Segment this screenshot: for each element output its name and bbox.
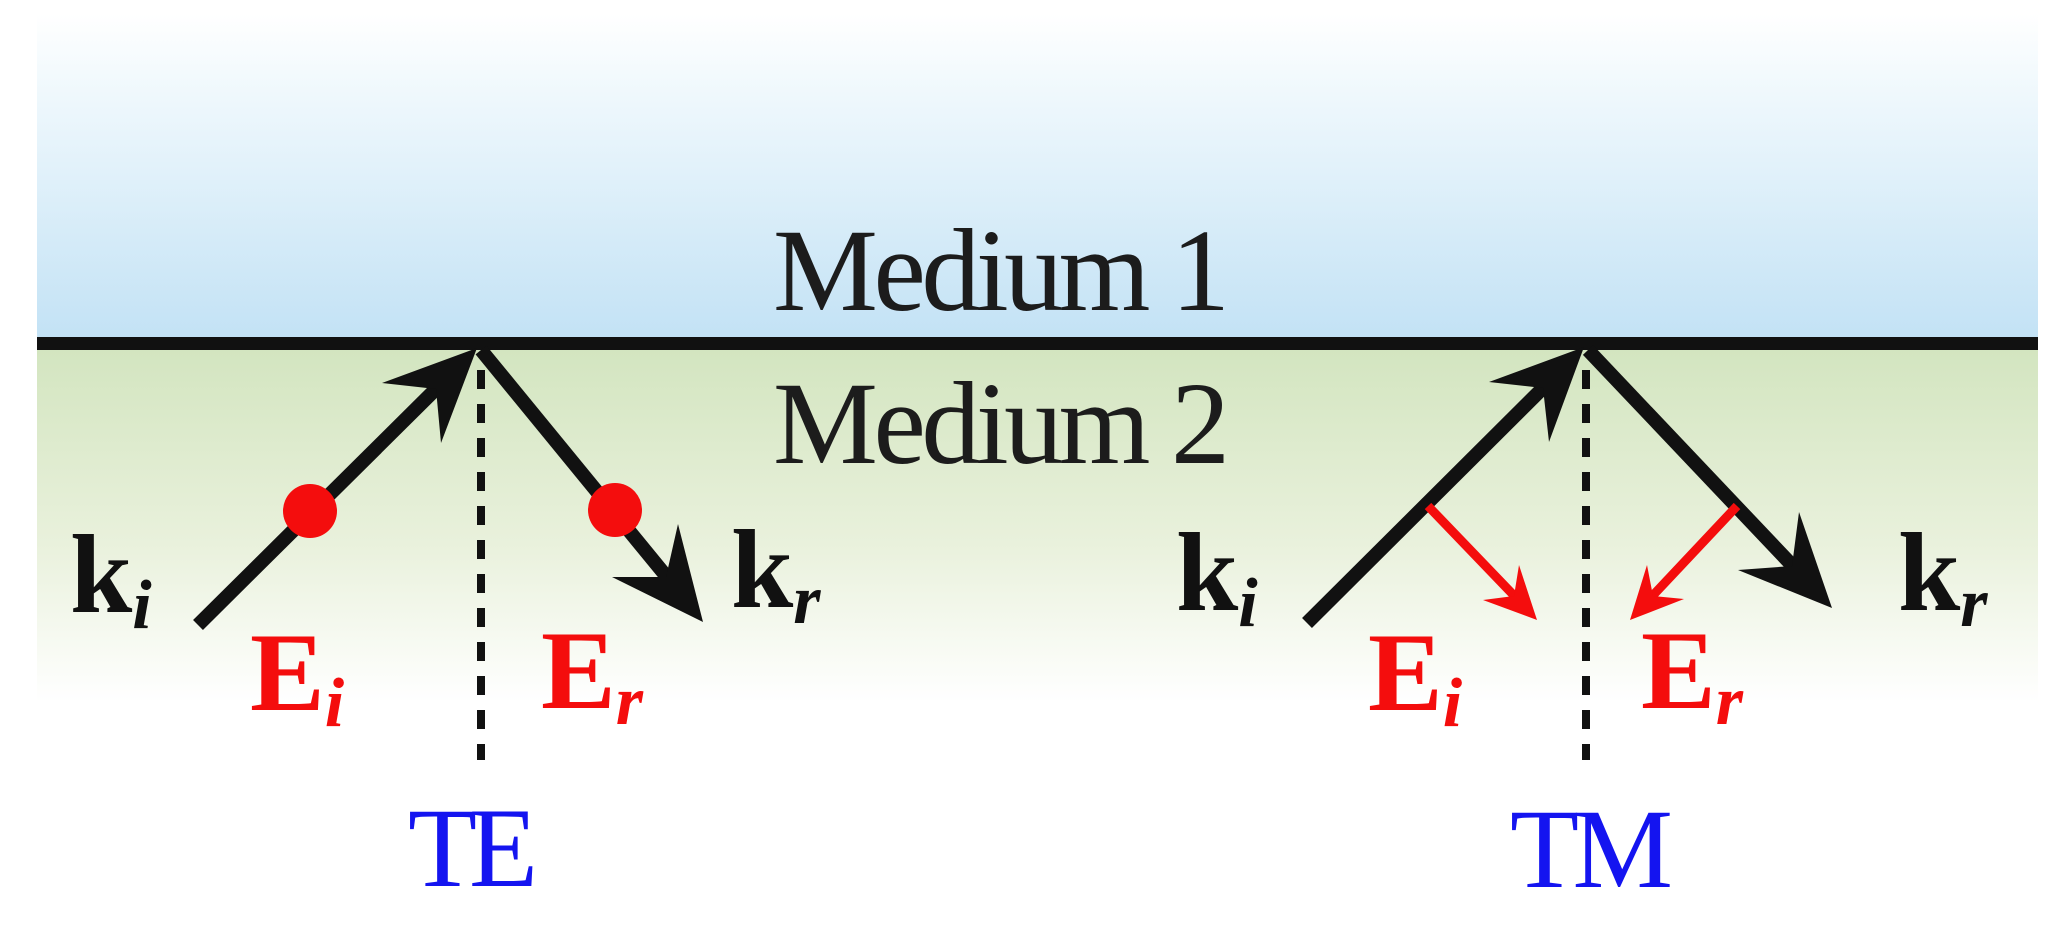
te-kr-label: kr: [731, 508, 821, 639]
tm-incident-field-arrow: [1424, 502, 1529, 611]
te-incident-arrowhead-icon: [382, 348, 477, 443]
tm-reflected-ray: [1582, 345, 1813, 586]
te-mode-label: TE: [408, 786, 538, 911]
te-incident-field-dot-icon: [283, 484, 337, 538]
te-reflected-ray: [475, 345, 686, 598]
te-ki-label: ki: [70, 513, 152, 644]
medium2-label: Medium 2: [773, 358, 1230, 489]
te-er-label: Er: [541, 609, 644, 740]
tm-panel: ki kr Ei Er TM: [1176, 345, 1988, 912]
tm-reflected-field-arrow: [1638, 502, 1741, 611]
tm-ki-label: ki: [1176, 511, 1258, 642]
medium2-region: [37, 350, 2038, 702]
te-reflected-arrowhead-icon: [612, 524, 703, 622]
te-ei-label: Ei: [250, 611, 345, 742]
tm-reflected-arrowhead-icon: [1738, 512, 1832, 608]
interface-line: [37, 337, 2038, 350]
tm-reflected-field-arrowhead-icon: [1630, 565, 1684, 620]
medium1-region: [37, 14, 2038, 337]
tm-incident-ray: [1302, 368, 1563, 628]
te-panel: ki kr Ei Er TE: [70, 345, 821, 911]
tm-mode-label: TM: [1510, 787, 1673, 912]
tm-ei-label: Ei: [1368, 611, 1463, 742]
tm-incident-field-arrowhead-icon: [1483, 565, 1537, 620]
medium1-label: Medium 1: [773, 205, 1230, 336]
te-reflected-field-dot-icon: [588, 483, 642, 537]
tm-er-label: Er: [1641, 609, 1744, 740]
tm-kr-label: kr: [1898, 511, 1988, 642]
tm-incident-arrowhead-icon: [1489, 347, 1584, 442]
